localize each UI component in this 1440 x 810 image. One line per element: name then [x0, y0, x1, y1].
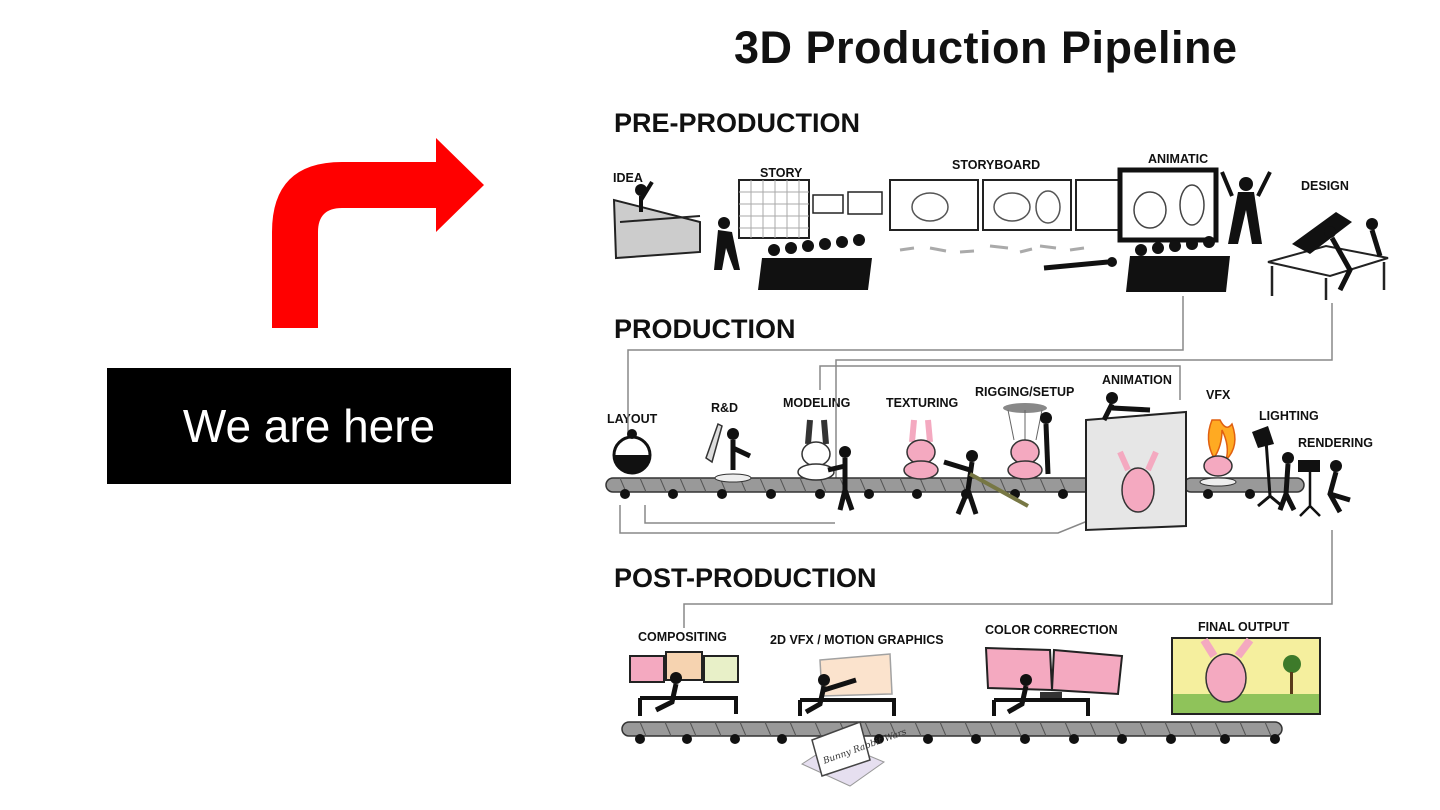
texturing-bunny-icon	[903, 419, 1029, 515]
rnd-figure-icon	[705, 422, 752, 483]
rendering-camera-icon	[1298, 460, 1351, 517]
stage-layout: LAYOUT	[607, 412, 658, 426]
animation-panel-icon	[1085, 392, 1187, 532]
audience-animatic-icon	[1043, 171, 1272, 292]
audience-icon	[714, 217, 872, 290]
vfx-flame-icon	[1199, 419, 1237, 487]
final-output-frame-icon	[1171, 637, 1321, 715]
stage-storyboard: STORYBOARD	[952, 158, 1041, 172]
compositing-desk-icon	[629, 651, 739, 716]
pipeline-connector-lines	[619, 296, 1333, 628]
color-correction-desk-icon	[984, 646, 1124, 716]
we-are-here-label: We are here	[182, 400, 436, 452]
package-box-icon	[800, 721, 886, 787]
stage-rnd: R&D	[711, 401, 739, 415]
storyboard-panels-icon	[889, 179, 1127, 254]
section-production: PRODUCTION	[614, 314, 796, 344]
stage-color-correction: COLOR CORRECTION	[985, 623, 1118, 637]
stage-rendering: RENDERING	[1298, 436, 1374, 450]
rigging-bunny-icon	[1003, 403, 1052, 480]
stage-compositing: COMPOSITING	[638, 630, 727, 644]
stage-lighting: LIGHTING	[1259, 409, 1319, 423]
story-board-wall-icon	[738, 179, 883, 239]
post-conveyor-belt-icon	[621, 721, 1283, 744]
stage-2d-vfx-motion-graphics: 2D VFX / MOTION GRAPHICS	[770, 633, 944, 647]
stage-idea: IDEA	[613, 171, 643, 185]
animatic-screen-icon	[1117, 167, 1219, 243]
stage-rigging-setup: RIGGING/SETUP	[975, 385, 1075, 399]
section-pre-production: PRE-PRODUCTION	[614, 108, 861, 138]
motion-graphics-desk-icon	[798, 653, 896, 716]
stage-modeling: MODELING	[783, 396, 851, 410]
stage-vfx: VFX	[1206, 388, 1231, 402]
design-desk-icon	[1267, 212, 1389, 300]
modeling-bunny-icon	[797, 419, 855, 511]
stage-texturing: TEXTURING	[886, 396, 959, 410]
production-conveyor-belt-icon	[605, 477, 1305, 499]
we-are-here-box	[107, 368, 511, 484]
bed-icon	[612, 198, 701, 260]
lighting-stand-icon	[1252, 426, 1297, 512]
section-post-production: POST-PRODUCTION	[614, 563, 877, 593]
page-title: 3D Production Pipeline	[734, 22, 1238, 73]
stick-figure-idea-icon	[635, 180, 654, 212]
stage-design: DESIGN	[1301, 179, 1349, 193]
stage-animatic: ANIMATIC	[1148, 152, 1209, 166]
stage-final-output: FINAL OUTPUT	[1198, 620, 1290, 634]
layout-camera-icon	[612, 429, 652, 475]
stage-story: STORY	[760, 166, 803, 180]
stage-animation: ANIMATION	[1102, 373, 1172, 387]
